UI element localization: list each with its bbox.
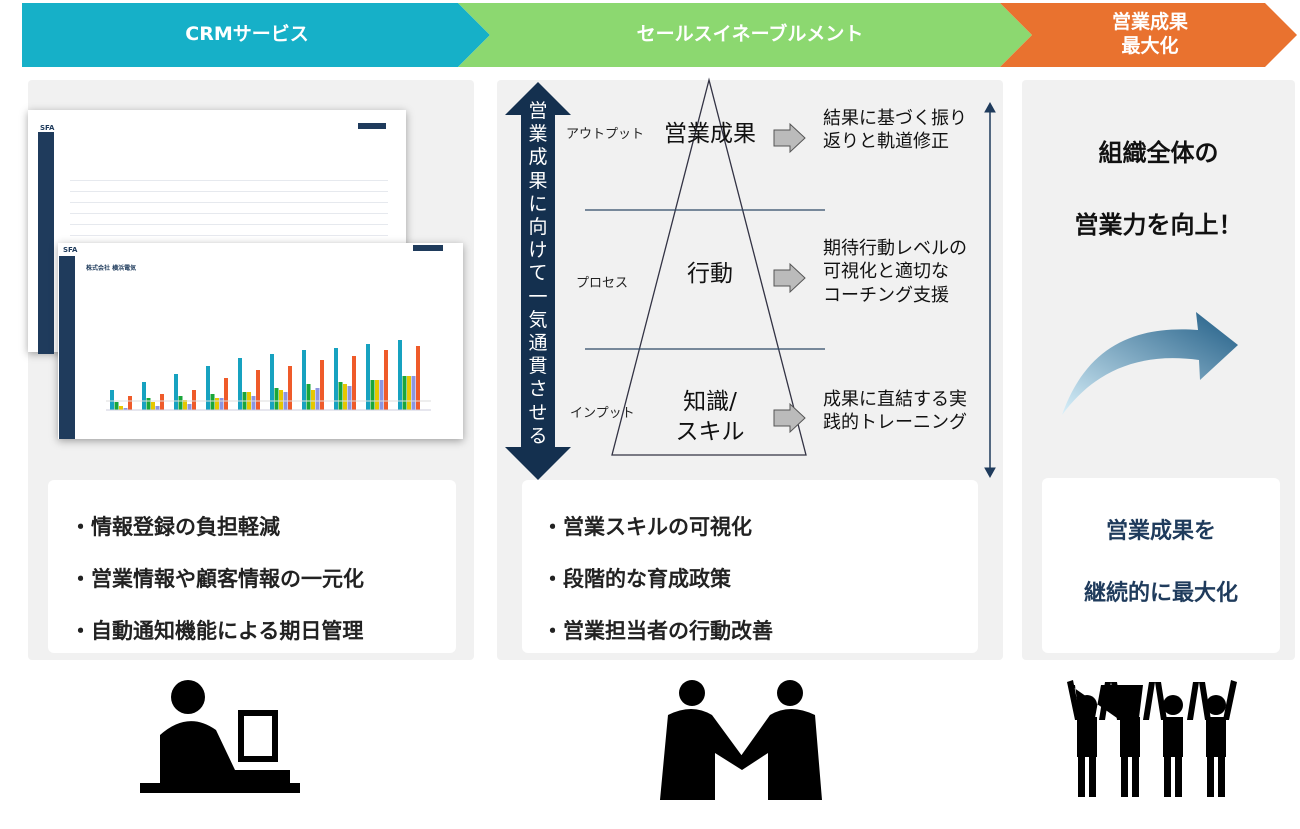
mock-bar <box>251 396 256 410</box>
mock-bar <box>416 346 420 410</box>
mock-bar <box>366 344 370 410</box>
sfa-detail-screenshot: SFA 株式会社 横浜電気 <box>58 243 463 439</box>
bullet: ・情報登録の負担軽減 <box>70 515 280 539</box>
mock-bar <box>128 396 132 410</box>
mock-bar <box>142 382 146 410</box>
header-max-line1: 営業成果 <box>1111 11 1188 34</box>
level-name: 知識/スキル <box>650 388 770 448</box>
mock-bar <box>274 388 279 410</box>
mock-bar <box>119 406 123 410</box>
result-headline: 組織全体の <box>1098 139 1219 167</box>
mock-bar <box>402 376 407 410</box>
bullet: ・営業担当者の行動改善 <box>542 619 773 643</box>
enablement-bullets: ・営業スキルの可視化 ・段階的な育成政策 ・営業担当者の行動改善 <box>522 480 978 653</box>
header-enablement: セールスイネーブルメント <box>636 23 864 46</box>
crm-chevron <box>22 3 490 67</box>
mock-bar <box>411 376 416 410</box>
mock-bar <box>320 360 324 410</box>
mock-bar <box>306 384 311 410</box>
crm-bullets: ・情報登録の負担軽減 ・営業情報や顧客情報の一元化 ・自動通知機能による期日管理 <box>48 480 456 653</box>
header-crm: CRMサービス <box>185 23 309 46</box>
mock-bar <box>192 390 196 410</box>
mock-bar <box>270 354 274 410</box>
level-name-line: 知識/ <box>683 389 737 415</box>
double-arrow <box>505 82 571 480</box>
result-box: 営業成果を 継続的に最大化 <box>1042 478 1280 653</box>
mock-bar <box>206 366 210 410</box>
mock-bar <box>384 350 388 410</box>
mock-bar <box>238 358 242 410</box>
mock-bar <box>311 390 315 410</box>
growth-arrow <box>1062 312 1238 415</box>
company-name: 株式会社 横浜電気 <box>86 265 137 272</box>
level-name-line: スキル <box>675 418 745 445</box>
mock-bar <box>379 380 384 410</box>
office-worker-icon <box>140 680 300 793</box>
header-max: 営業成果最大化 <box>1030 3 1270 67</box>
result-box-line: 営業成果を <box>1105 519 1216 544</box>
level-tag: プロセス <box>576 276 629 291</box>
customer-chart <box>106 340 431 411</box>
mock-bar <box>315 388 320 410</box>
sidebar <box>38 132 54 354</box>
handshake-icon <box>660 680 822 800</box>
level-name: 営業成果 <box>664 121 756 147</box>
mock-bar <box>398 340 402 410</box>
level-desc: 成果に直結する実践的トレーニング <box>823 389 967 434</box>
vertical-arrow-label: 営業成果に向けて一気通貫させる <box>528 100 548 447</box>
mock-bar <box>370 380 375 410</box>
range-arrow <box>984 101 996 479</box>
mock-bar <box>146 398 151 410</box>
mock-bar <box>375 380 379 410</box>
mock-bar <box>110 390 114 410</box>
right-arrow-icon <box>773 122 806 434</box>
mock-bar <box>288 366 292 410</box>
pyramid <box>611 77 807 456</box>
mock-bar <box>347 386 352 410</box>
mock-bar <box>279 390 283 410</box>
level-desc: 結果に基づく振り返りと軌道修正 <box>823 108 967 153</box>
bullet: ・自動通知機能による期日管理 <box>70 619 364 643</box>
mock-bar <box>178 396 183 410</box>
mock-bar <box>334 348 338 410</box>
mock-bar <box>187 404 192 410</box>
header-chevrons <box>22 3 1297 67</box>
level-tag: インプット <box>570 406 635 421</box>
bullet: ・段階的な育成政策 <box>542 567 731 591</box>
mock-bar <box>155 406 160 410</box>
sfa-logo: SFA <box>40 124 55 132</box>
sfa-logo: SFA <box>63 246 78 254</box>
level-name: 行動 <box>687 261 733 287</box>
mock-bar <box>219 398 224 410</box>
level-tag: アウトプット <box>566 127 645 142</box>
mock-bar <box>174 374 178 410</box>
mock-bar <box>224 378 228 410</box>
mock-bar <box>352 356 356 410</box>
mock-bar <box>114 402 119 410</box>
mock-bar <box>151 402 155 410</box>
sidebar <box>59 256 75 439</box>
mock-bar <box>302 350 306 410</box>
bullet: ・営業スキルの可視化 <box>542 515 752 539</box>
mock-bar <box>210 394 215 410</box>
mock-bar <box>256 370 260 410</box>
mock-bar <box>343 384 347 410</box>
level-desc: 期待行動レベルの可視化と適切なコーチング支援 <box>823 238 967 306</box>
mock-bar <box>338 382 343 410</box>
mock-bar <box>183 400 187 410</box>
mock-bar <box>215 398 219 410</box>
team-celebration-icon <box>1067 680 1237 797</box>
result-box-line: 継続的に最大化 <box>1083 581 1238 606</box>
mock-bar <box>407 376 411 410</box>
enablement-chevron <box>458 3 1032 67</box>
result-headline: 営業力を向上！ <box>1074 211 1243 239</box>
header-max-line2: 最大化 <box>1121 35 1179 57</box>
bullet: ・営業情報や顧客情報の一元化 <box>70 567 364 591</box>
mock-bar <box>123 408 128 410</box>
max-chevron <box>1000 3 1297 67</box>
mock-bar <box>160 394 164 410</box>
